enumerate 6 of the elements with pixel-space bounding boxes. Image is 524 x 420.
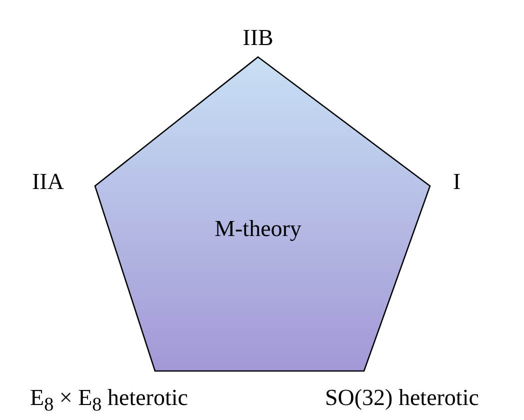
vertex-label: E$_{8}$ × E$_{8}$ heterotic <box>30 385 188 418</box>
vertex-label: I <box>453 169 461 195</box>
node-label: M-theory <box>214 216 302 242</box>
vertex-label: IIA <box>32 169 64 195</box>
vertex-label: IIB <box>242 25 274 51</box>
vertex-label: SO(32) heterotic <box>325 385 479 411</box>
